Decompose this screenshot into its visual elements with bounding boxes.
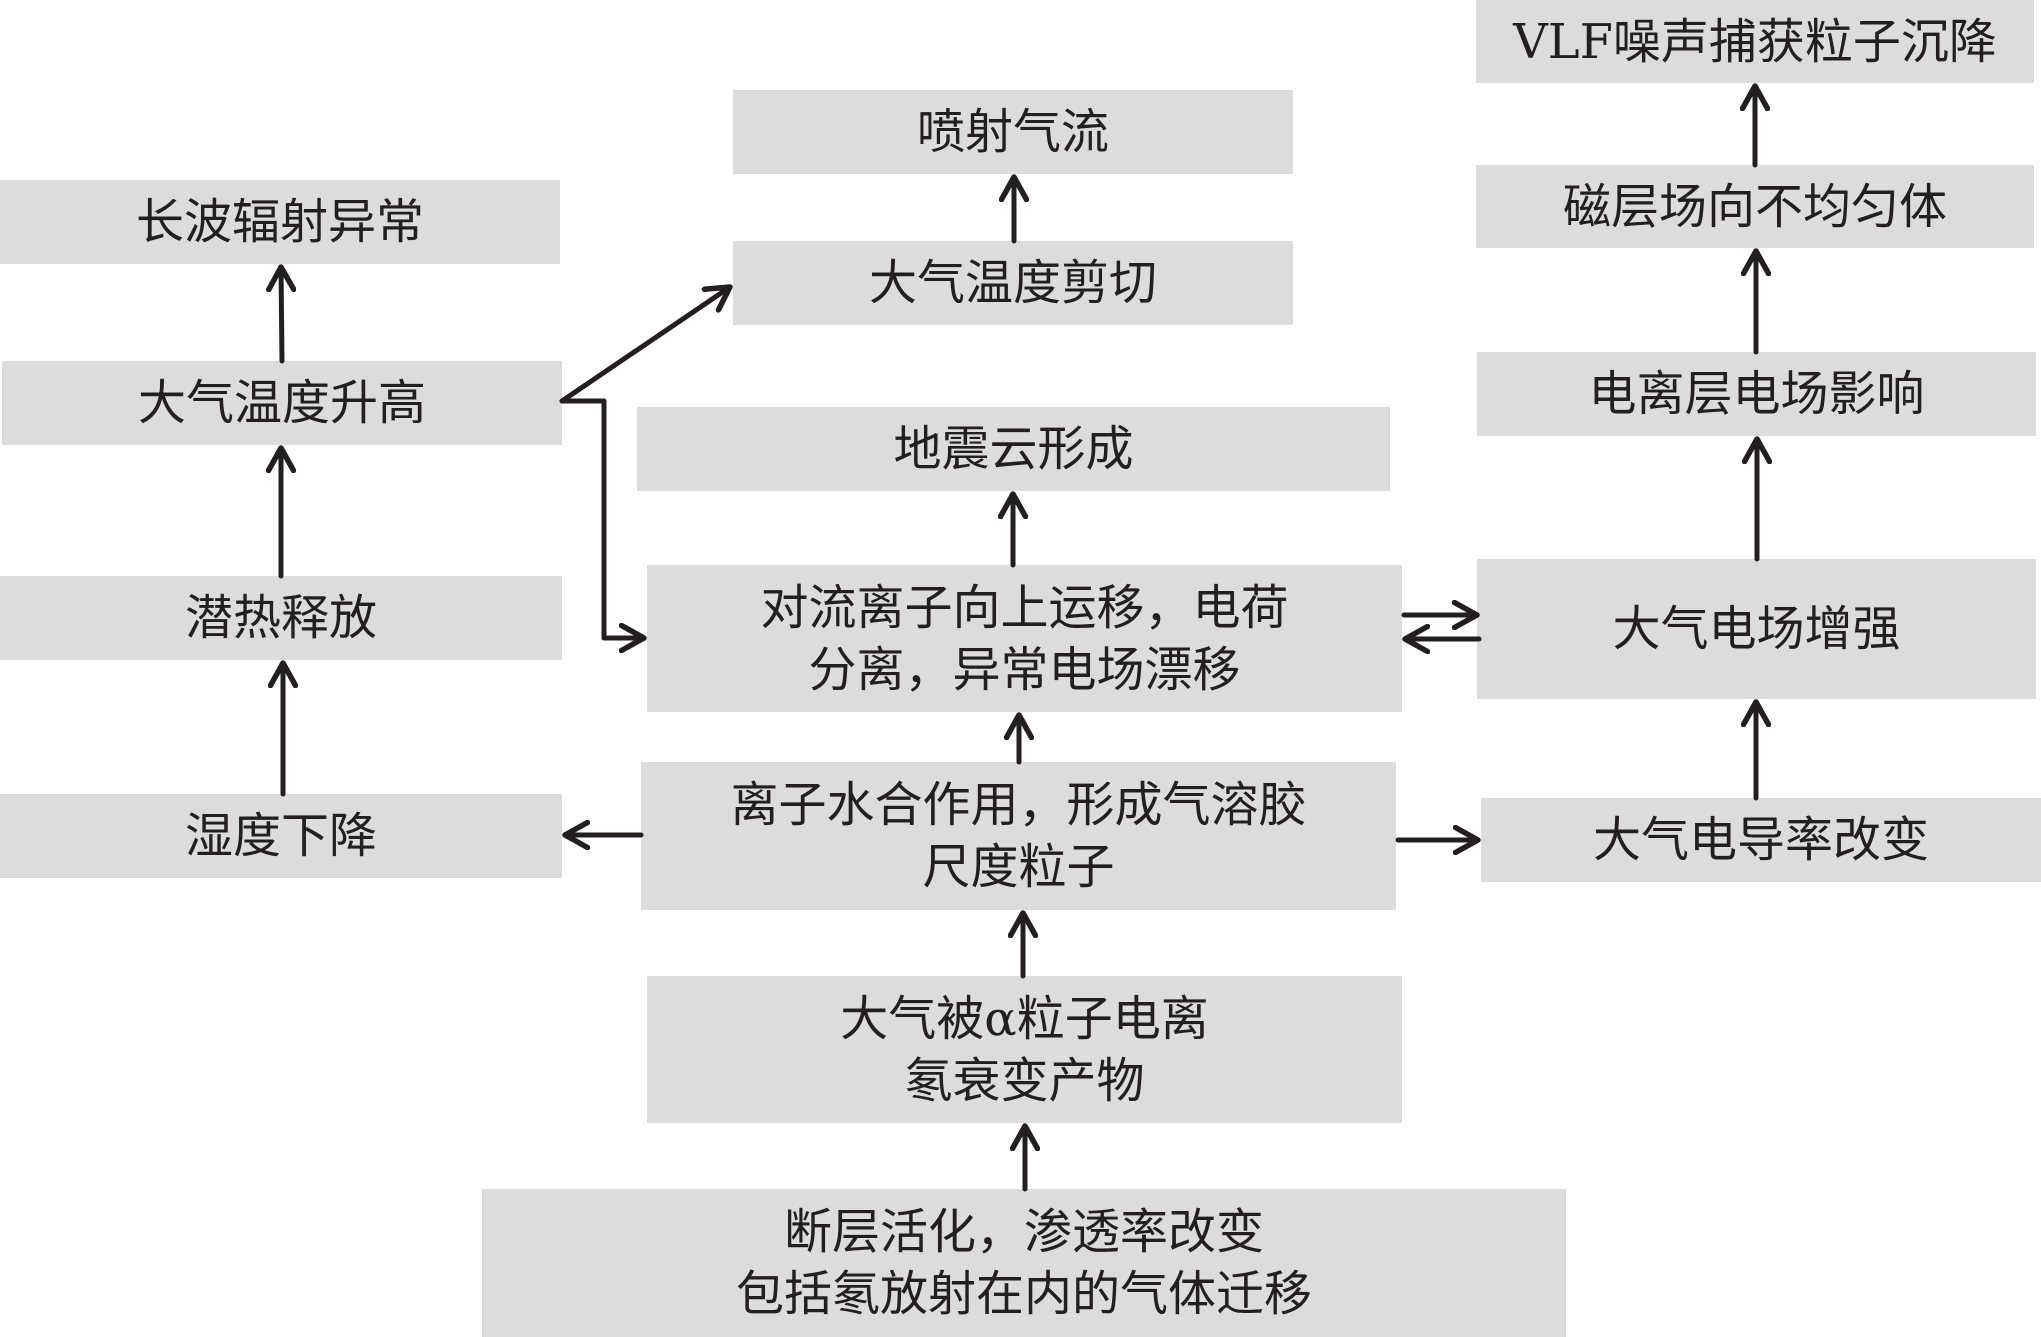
node-magnetosphere-irregularities: 磁层场向不均匀体 (1476, 165, 2034, 248)
node-label: VLF噪声捕获粒子沉降 (1513, 13, 1997, 70)
node-fault-activation: 断层活化，渗透率改变 包括氡放射在内的气体迁移 (482, 1189, 1566, 1337)
node-humidity-drop: 湿度下降 (0, 794, 562, 878)
arrow-temprise-to-convection (559, 398, 644, 638)
node-label: 喷射气流 (916, 104, 1109, 160)
node-label: 大气电导率改变 (1592, 812, 1929, 868)
node-label-line-1: 对流离子向上运移，电荷 (760, 579, 1289, 636)
node-ion-hydration: 离子水合作用，形成气溶胶 尺度粒子 (641, 762, 1396, 910)
node-label-line-2: 分离，异常电场漂移 (808, 641, 1241, 698)
node-label-line-1: 离子水合作用，形成气溶胶 (730, 777, 1307, 833)
node-label: 磁层场向不均匀体 (1562, 178, 1947, 235)
node-label: 大气温度升高 (137, 375, 426, 431)
node-label-line-1: 大气被α粒子电离 (840, 990, 1209, 1047)
arrow-temprise-to-shear (559, 287, 730, 404)
node-alpha-ionization: 大气被α粒子电离 氡衰变产物 (647, 976, 1402, 1123)
node-atmospheric-field-enhancement: 大气电场增强 (1477, 559, 2036, 699)
node-convection-ions: 对流离子向上运移，电荷 分离，异常电场漂移 (647, 565, 1402, 712)
node-label: 大气温度剪切 (868, 255, 1157, 311)
node-ionosphere-electric-field: 电离层电场影响 (1477, 352, 2036, 436)
node-label: 电离层电场影响 (1588, 366, 1925, 422)
node-label: 地震云形成 (893, 421, 1134, 477)
node-latent-heat-release: 潜热释放 (0, 576, 562, 660)
node-label-line-2: 尺度粒子 (922, 839, 1115, 895)
node-label: 湿度下降 (184, 808, 377, 864)
node-atmospheric-conductivity-change: 大气电导率改变 (1481, 798, 2041, 882)
node-label: 长波辐射异常 (135, 194, 424, 250)
node-temperature-rise: 大气温度升高 (2, 361, 562, 445)
arrow-temprise-to-longwave (281, 267, 282, 364)
node-vlf-particle-precipitation: VLF噪声捕获粒子沉降 (1476, 0, 2034, 83)
node-label: 潜热释放 (184, 590, 377, 646)
node-label-line-2: 包括氡放射在内的气体迁移 (735, 1266, 1312, 1322)
node-jet-stream: 喷射气流 (733, 90, 1293, 174)
node-label-line-2: 氡衰变产物 (904, 1052, 1145, 1109)
node-label: 大气电场增强 (1612, 601, 1901, 657)
node-longwave-radiation-anomaly: 长波辐射异常 (0, 180, 560, 264)
node-temperature-shear: 大气温度剪切 (733, 241, 1293, 325)
node-earthquake-cloud: 地震云形成 (637, 407, 1390, 491)
node-label-line-1: 断层活化，渗透率改变 (783, 1204, 1264, 1260)
